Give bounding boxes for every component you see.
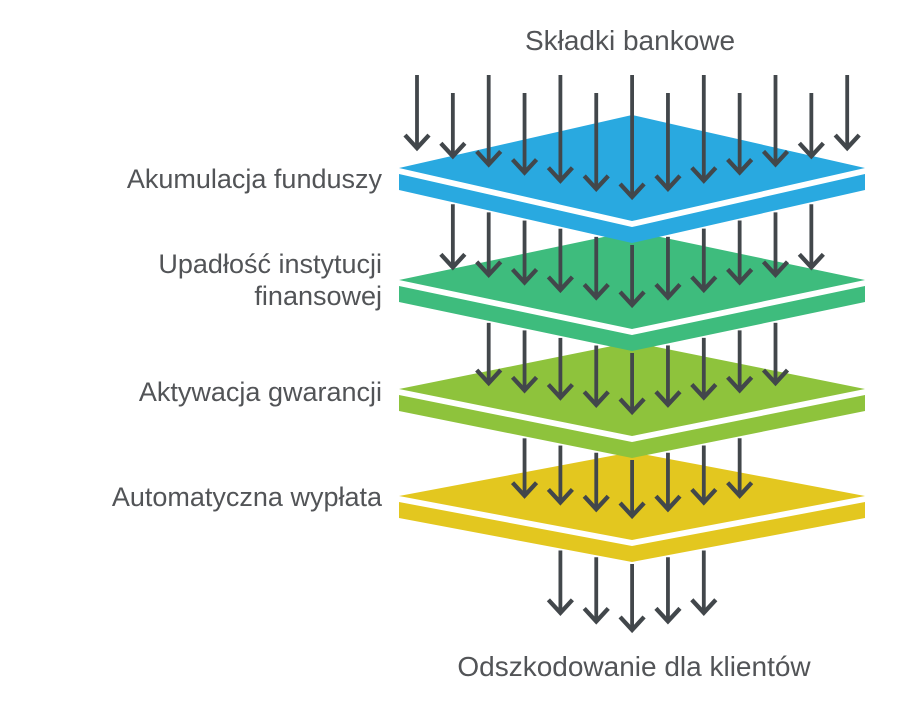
arrow-head [618,397,646,416]
arrow-head [654,390,682,408]
arrow-head [582,283,610,301]
plate-side-1 [399,174,865,243]
arrows-bottom-group [546,550,718,634]
arrow-head [726,158,754,176]
bottom-label-odszkodowanie: Odszkodowanie dla klientów [457,651,811,682]
arrow-head [403,133,431,152]
arrow-head [510,158,539,176]
arrow-head [726,375,754,394]
arrow-head [582,606,610,625]
arrow-head [654,174,682,192]
arrow-head [618,290,646,309]
arrow-head [690,598,718,616]
plate-side-3 [399,395,865,458]
plate-side-4 [399,502,865,562]
arrow-head [546,383,574,401]
arrow-head [761,149,790,168]
arrow-head [654,494,682,513]
arrow-head [439,141,467,160]
arrow-head [618,182,646,201]
arrow-head [690,487,718,506]
arrow-head [797,252,825,271]
arrow-head [546,166,574,184]
arrow-head [546,488,574,506]
arrow-head [761,260,790,278]
arrow-head [439,252,467,271]
arrows-gap-group-1 [439,204,825,309]
label-akumulacja-funduszy: Akumulacja funduszy [126,164,382,194]
arrow-head [761,368,790,387]
arrow-head [546,275,574,294]
label-automatyczna-wyplata: Automatyczna wypłata [111,482,382,512]
arrow-head [654,606,682,625]
plate-side-2 [399,286,865,351]
arrow-head [582,174,610,193]
arrows-gap-group-2 [475,322,790,416]
arrow-head [690,275,718,294]
arrow-head [582,494,610,513]
arrow-head [510,481,539,499]
label-aktywacja-gwarancji: Aktywacja gwarancji [138,377,382,407]
diagram-title: Składki bankowe [524,25,736,56]
arrow-head [833,133,861,152]
label-upadlosc-instytucji-finansowej: Upadłość instytucji finansowej [158,249,382,311]
arrow-head [654,282,682,301]
arrow-head [475,149,503,168]
arrow-head [510,375,539,394]
arrow-head [618,615,646,634]
arrow-head [510,267,539,286]
arrows-gap-group-3 [510,438,754,520]
arrow-head [618,501,646,520]
arrow-head [690,383,718,401]
arrow-head [690,166,718,184]
arrow-head [726,481,754,499]
arrow-head [797,141,825,160]
arrow-head [582,390,610,408]
arrow-head [475,368,503,387]
arrow-head [475,260,503,279]
arrow-head [726,267,754,286]
arrows-top-group [403,75,861,201]
arrow-head [546,598,574,616]
